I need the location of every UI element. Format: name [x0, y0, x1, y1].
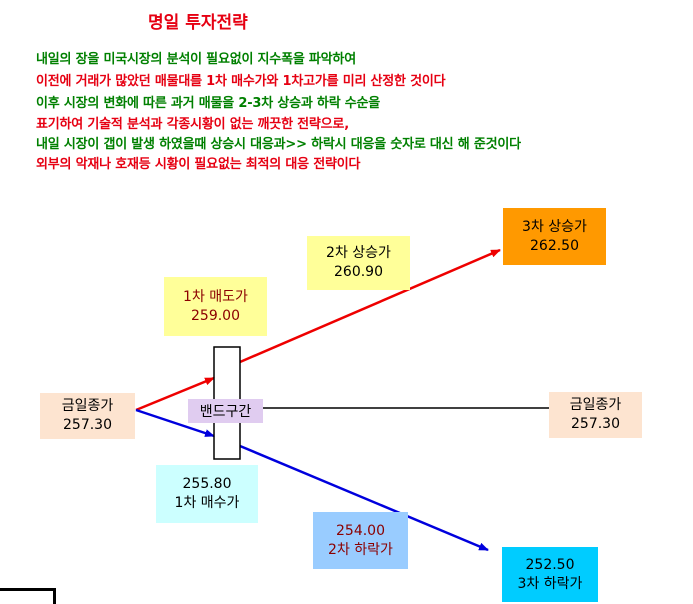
close-price-left-value: 257.30 [63, 417, 112, 433]
third-fall-label: 3차 하락가 [517, 575, 583, 592]
close-price-left-label: 금일종가 [61, 398, 114, 414]
close-price-left-box: 금일종가 257.30 [40, 393, 135, 439]
description-line-1: 내일의 장을 미국시장의 분석이 필요없이 지수폭을 파악하여 [36, 52, 356, 67]
first-sell-value: 259.00 [191, 307, 240, 324]
description-line-3: 이후 시장의 변화에 따른 과거 매물을 2-3차 상승과 하락 수순을 [36, 96, 381, 111]
third-rise-value: 262.50 [530, 237, 579, 254]
fall-arrow-to-first-buy [135, 408, 215, 438]
first-buy-value: 255.80 [182, 476, 232, 492]
third-fall-value: 252.50 [525, 556, 575, 573]
corner-border-fragment [0, 588, 56, 604]
second-rise-value: 260.90 [334, 264, 383, 280]
first-buy-label: 1차 매수가 [174, 495, 240, 511]
first-buy-box: 255.80 1차 매수가 [156, 465, 258, 523]
close-price-right-box: 금일종가 257.30 [549, 392, 642, 438]
description-line-4: 표기하여 기술적 분석과 각종시황이 없는 깨끗한 전략으로, [36, 117, 349, 132]
description-line-5: 내일 시장이 갭이 발생 하였을때 상승시 대응과>> 하락시 대응을 숫자로 … [36, 137, 521, 152]
close-price-right-label: 금일종가 [569, 397, 622, 413]
page-title: 명일 투자전략 [148, 13, 248, 33]
rise-arrow-to-third-rise [239, 248, 501, 364]
second-fall-label: 2차 하락가 [328, 541, 393, 558]
second-rise-label: 2차 상승가 [326, 245, 391, 261]
second-fall-value: 254.00 [336, 522, 385, 539]
description-line-6: 외부의 악재나 호재등 시황이 필요없는 최적의 대응 전략이다 [36, 157, 361, 172]
first-sell-label: 1차 매도가 [183, 288, 248, 305]
fall-arrow-to-third-fall [239, 444, 489, 552]
rise-arrow-to-first-sell [135, 376, 215, 412]
third-rise-label: 3차 상승가 [522, 218, 587, 235]
first-sell-box: 1차 매도가 259.00 [164, 277, 267, 336]
band-zone-label: 밴드구간 [188, 399, 263, 423]
close-price-right-value: 257.30 [571, 416, 620, 432]
third-fall-box: 252.50 3차 하락가 [502, 547, 598, 602]
second-rise-box: 2차 상승가 260.90 [307, 236, 410, 290]
description-line-2: 이전에 거래가 많았던 매물대를 1차 매수가와 1차고가를 미리 산정한 것이… [36, 74, 446, 89]
second-fall-box: 254.00 2차 하락가 [313, 512, 408, 569]
third-rise-box: 3차 상승가 262.50 [503, 208, 606, 265]
